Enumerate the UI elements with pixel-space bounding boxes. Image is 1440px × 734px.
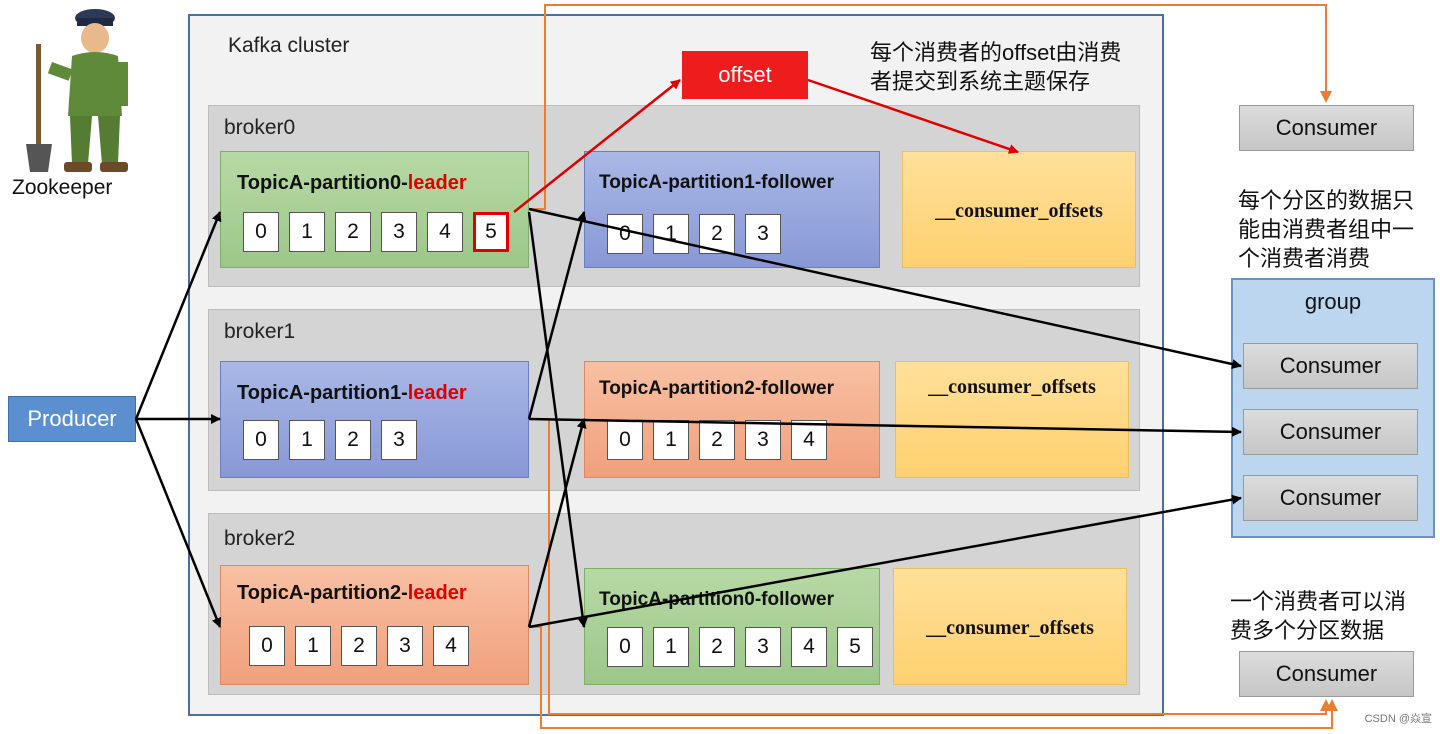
message-cells: 0 1 2 3 4 5 — [243, 212, 509, 252]
message-cell: 2 — [341, 626, 377, 666]
message-cell: 4 — [791, 420, 827, 460]
partition-title: TopicA-partition0-follower — [599, 589, 835, 610]
message-cells: 0 1 2 3 4 — [607, 420, 827, 460]
broker-1-consumer-offsets: __consumer_offsets — [895, 361, 1129, 478]
consumer-note: 一个消费者可以消 费多个分区数据 — [1230, 589, 1407, 643]
broker-2-follower-partition: TopicA-partition0-follower 0 1 2 3 4 5 — [584, 568, 880, 685]
group-label: group — [1304, 289, 1362, 314]
partition-title: TopicA-partition2-follower — [599, 378, 835, 399]
broker-2-label: broker2 — [224, 527, 296, 550]
message-cells: 0 1 2 3 — [243, 420, 417, 460]
message-cell: 2 — [699, 214, 735, 254]
message-cell-highlighted: 5 — [473, 212, 509, 252]
message-cell: 3 — [387, 626, 423, 666]
message-cells: 0 1 2 3 4 5 — [607, 627, 873, 667]
partition-title: TopicA-partition1-follower — [599, 172, 835, 193]
message-cell: 0 — [243, 420, 279, 460]
message-cell: 4 — [427, 212, 463, 252]
consumer-top: Consumer — [1239, 105, 1414, 151]
message-cell: 0 — [243, 212, 279, 252]
partition-title: TopicA-partition2-leader — [237, 582, 467, 604]
offset-box: offset — [682, 51, 808, 99]
broker-1-leader-partition: TopicA-partition1-leader 0 1 2 3 — [220, 361, 529, 478]
message-cell: 3 — [745, 420, 781, 460]
broker-2-consumer-offsets: __consumer_offsets — [893, 568, 1127, 685]
message-cell: 3 — [381, 212, 417, 252]
zookeeper-figure — [22, 4, 132, 176]
broker-1-label: broker1 — [224, 320, 296, 343]
message-cell: 2 — [699, 627, 735, 667]
partition-note: 每个分区的数据只 能由消费者组中一 个消费者消费 — [1238, 188, 1415, 271]
message-cell: 3 — [745, 214, 781, 254]
watermark: CSDN @焱宣 — [1364, 713, 1432, 725]
message-cell: 1 — [295, 626, 331, 666]
partition-title: TopicA-partition0-leader — [237, 172, 467, 194]
broker-0-label: broker0 — [224, 116, 296, 139]
message-cell: 1 — [289, 212, 325, 252]
broker-0-follower-partition: TopicA-partition1-follower 0 1 2 3 — [584, 151, 880, 268]
cluster-title: Kafka cluster — [228, 34, 350, 57]
message-cell: 2 — [699, 420, 735, 460]
broker-2-leader-partition: TopicA-partition2-leader 0 1 2 3 4 — [220, 565, 529, 685]
message-cell: 3 — [745, 627, 781, 667]
partition-title: TopicA-partition1-leader — [237, 382, 467, 404]
message-cell: 0 — [607, 420, 643, 460]
zookeeper-label: Zookeeper — [12, 176, 113, 199]
group-consumer-2: Consumer — [1243, 409, 1418, 455]
message-cells: 0 1 2 3 4 — [249, 626, 469, 666]
group-consumer-1: Consumer — [1243, 343, 1418, 389]
broker-0-consumer-offsets: __consumer_offsets — [902, 151, 1136, 268]
message-cell: 0 — [607, 214, 643, 254]
consumer-offsets-label: __consumer_offsets — [926, 617, 1094, 639]
message-cell: 1 — [289, 420, 325, 460]
group-consumer-3: Consumer — [1243, 475, 1418, 521]
broker-1-follower-partition: TopicA-partition2-follower 0 1 2 3 4 — [584, 361, 880, 478]
consumer-offsets-label: __consumer_offsets — [935, 200, 1103, 222]
message-cell: 5 — [837, 627, 873, 667]
message-cell: 2 — [335, 420, 371, 460]
message-cell: 0 — [607, 627, 643, 667]
message-cell: 1 — [653, 420, 689, 460]
message-cell: 0 — [249, 626, 285, 666]
zookeeper-mascot-icon — [26, 9, 128, 172]
producer-box: Producer — [8, 396, 136, 442]
message-cell: 3 — [381, 420, 417, 460]
message-cell: 4 — [433, 626, 469, 666]
message-cell: 4 — [791, 627, 827, 667]
message-cell: 1 — [653, 627, 689, 667]
offset-note: 每个消费者的offset由消费 者提交到系统主题保存 — [870, 40, 1122, 94]
broker-0-leader-partition: TopicA-partition0-leader 0 1 2 3 4 5 — [220, 151, 529, 268]
consumer-offsets-label: __consumer_offsets — [928, 376, 1096, 398]
message-cells: 0 1 2 3 — [607, 214, 781, 254]
message-cell: 1 — [653, 214, 689, 254]
consumer-bottom: Consumer — [1239, 651, 1414, 697]
message-cell: 2 — [335, 212, 371, 252]
